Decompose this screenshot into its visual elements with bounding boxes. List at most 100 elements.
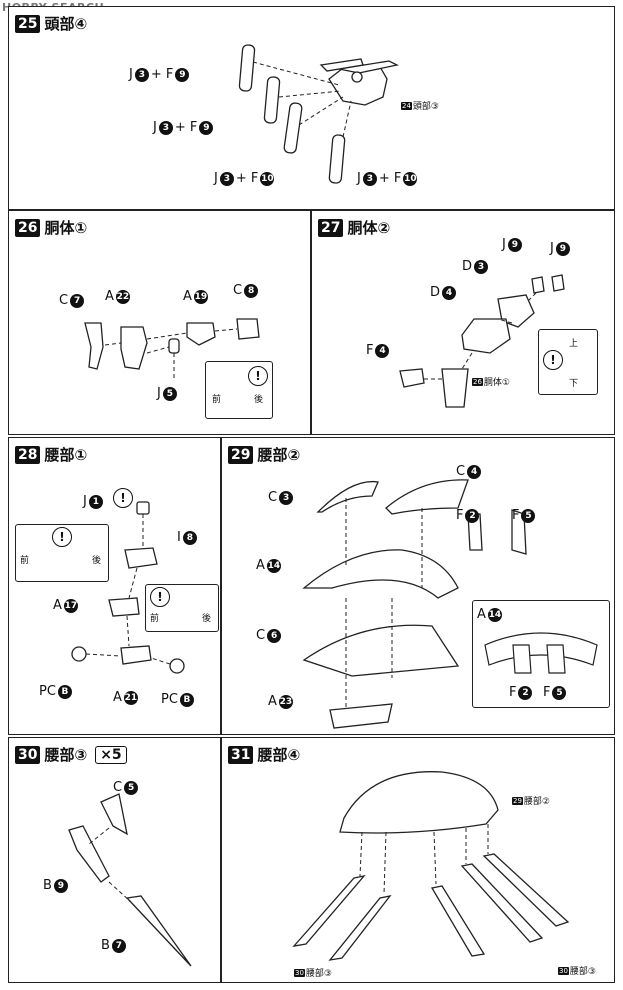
label-c7: C 7 — [59, 293, 85, 308]
part-number: 14 — [487, 607, 502, 622]
part-number: 9 — [555, 241, 570, 256]
label-f5: F 5 — [512, 508, 536, 523]
label-j3-f10-a: J 3 + F 10 — [214, 171, 275, 186]
label-c6: C 6 — [256, 628, 282, 643]
part-letter: J — [502, 237, 506, 252]
part-number: 10 — [260, 171, 275, 186]
step-27-title: 27 胴体② — [318, 217, 390, 238]
ref-waist-2: 29 腰部② — [512, 794, 550, 807]
orientation-callout-right: ! 前 後 — [145, 584, 219, 632]
part-number: 9 — [53, 878, 68, 893]
label-a17: A 17 — [53, 598, 78, 613]
step-title: 胴体① — [44, 219, 88, 237]
part-letter: C — [456, 464, 466, 479]
part-letter: PC — [161, 692, 178, 707]
part-number: 19 — [193, 289, 208, 304]
step-26-panel: 26 胴体① C 7 A 22 A 19 C 8 J 5 — [8, 210, 311, 435]
label-d4: D 4 — [430, 285, 457, 300]
step-number: 25 — [15, 14, 41, 33]
label-f2: F 2 — [456, 508, 480, 523]
label-c4: C 4 — [456, 464, 482, 479]
part-letter: F — [509, 685, 517, 700]
part-number: 8 — [182, 530, 197, 545]
label-j3-f9-a: J 3 + F 9 — [129, 67, 190, 82]
step-title: 頭部④ — [44, 15, 88, 33]
step-28-panel: 28 腰部① J 1 ! I 8 A 17 A 21 — [8, 437, 221, 735]
part-letter: A — [183, 289, 192, 304]
part-letter: J — [83, 494, 87, 509]
waist-1-diagram — [71, 501, 185, 674]
part-letter: F — [543, 685, 551, 700]
down-label: 下 — [569, 379, 579, 389]
part-number: 4 — [375, 343, 390, 358]
part-number: 9 — [199, 120, 214, 135]
part-letter: PC — [39, 684, 56, 699]
part-letter: C — [59, 293, 69, 308]
label-a22: A 22 — [105, 289, 130, 304]
step-25-title: 25 頭部④ — [15, 13, 87, 34]
waist-2-diagram — [302, 479, 527, 729]
part-letter: F — [512, 508, 520, 523]
label-j1: J 1 — [83, 494, 103, 509]
orientation-callout: ! 上 下 — [538, 329, 598, 395]
part-letter: C — [268, 490, 278, 505]
part-number: 7 — [111, 938, 126, 953]
part-letter: A — [105, 289, 114, 304]
front-label: 前 — [20, 556, 30, 566]
torso-1-diagram — [84, 318, 260, 381]
label-a14: A 14 — [256, 558, 281, 573]
warning-icon: ! — [248, 366, 268, 386]
step-29-title: 29 腰部② — [228, 444, 300, 465]
step-title: 腰部② — [257, 446, 301, 464]
label-j3-f10-b: J 3 + F 10 — [357, 171, 418, 186]
part-number: 3 — [158, 120, 173, 135]
part-letter: J — [129, 67, 133, 82]
label-a21: A 21 — [113, 690, 138, 705]
label-b7: B 7 — [101, 938, 126, 953]
step-26-title: 26 胴体① — [15, 217, 87, 238]
ref-text: 胴体① — [483, 378, 510, 388]
label-j3-f9-b: J 3 + F 9 — [153, 120, 214, 135]
part-number: 6 — [267, 628, 282, 643]
step-28-title: 28 腰部① — [15, 444, 87, 465]
part-number: 1 — [88, 494, 103, 509]
part-number: 23 — [278, 694, 293, 709]
label-pcb-left: PC B — [39, 684, 72, 699]
label-c8: C 8 — [233, 283, 259, 298]
step-31-panel: 31 腰部④ 29 腰部② 30 腰部③ 30 腰部③ — [221, 737, 615, 983]
waist-3-diagram — [68, 793, 192, 967]
step-number: 30 — [15, 745, 41, 764]
ref-text: 腰部③ — [569, 967, 596, 977]
orientation-callout: ! 前 後 — [205, 361, 273, 419]
ref-text: 腰部③ — [305, 969, 332, 979]
part-number: 10 — [403, 171, 418, 186]
head-assembly-diagram — [238, 44, 399, 184]
part-letter: A — [256, 558, 265, 573]
step-number: 27 — [318, 218, 344, 237]
label-detail-a14: A 14 — [477, 607, 502, 622]
part-letter: + F — [174, 120, 198, 135]
waist-4-diagram — [292, 771, 570, 961]
step-31-title: 31 腰部④ — [228, 744, 300, 765]
part-number: 4 — [442, 285, 457, 300]
orientation-callout-left: ! 前 後 — [15, 524, 109, 582]
label-j5: J 5 — [157, 386, 177, 401]
label-b9: B 9 — [43, 878, 68, 893]
part-number: 3 — [219, 171, 234, 186]
label-j9-a: J 9 — [502, 237, 522, 252]
step-title: 胴体② — [347, 219, 391, 237]
front-label: 前 — [150, 614, 160, 624]
part-letter: B — [43, 878, 52, 893]
part-number: 4 — [467, 464, 482, 479]
step-number: 29 — [228, 445, 254, 464]
part-letter: B — [101, 938, 110, 953]
part-number: 17 — [63, 598, 78, 613]
part-letter: J — [214, 171, 218, 186]
step-title: 腰部④ — [257, 746, 301, 764]
part-number: B — [57, 684, 72, 699]
ref-text: 頭部③ — [412, 102, 439, 112]
step-number: 28 — [15, 445, 41, 464]
back-label: 後 — [202, 614, 212, 624]
label-a23: A 23 — [268, 694, 293, 709]
part-letter: + F — [378, 171, 402, 186]
